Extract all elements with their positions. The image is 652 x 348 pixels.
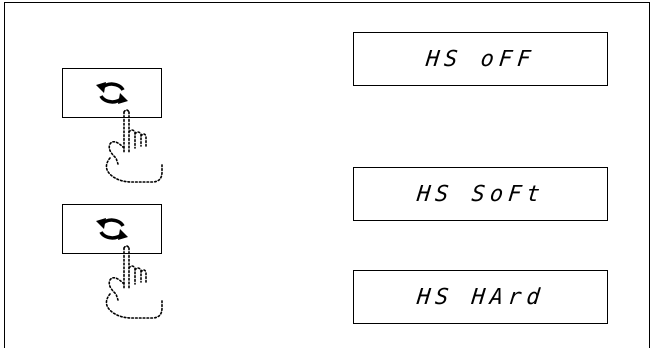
diagram-frame bbox=[4, 2, 650, 348]
display-text: HS SoFt bbox=[415, 181, 546, 207]
rotate-arrows-icon bbox=[96, 82, 128, 104]
lcd-display-hs-hard: HS HArd bbox=[353, 270, 608, 324]
display-text: HS HArd bbox=[415, 284, 546, 310]
rotate-arrows-icon bbox=[96, 218, 128, 240]
lcd-display-hs-off: HS oFF bbox=[353, 32, 608, 86]
pressing-hand-icon bbox=[105, 109, 163, 183]
display-text: HS oFF bbox=[424, 46, 537, 72]
pressing-hand-icon bbox=[105, 245, 163, 319]
cycle-key-button[interactable] bbox=[62, 68, 162, 118]
cycle-key-button[interactable] bbox=[62, 204, 162, 254]
lcd-display-hs-soft: HS SoFt bbox=[353, 167, 608, 221]
